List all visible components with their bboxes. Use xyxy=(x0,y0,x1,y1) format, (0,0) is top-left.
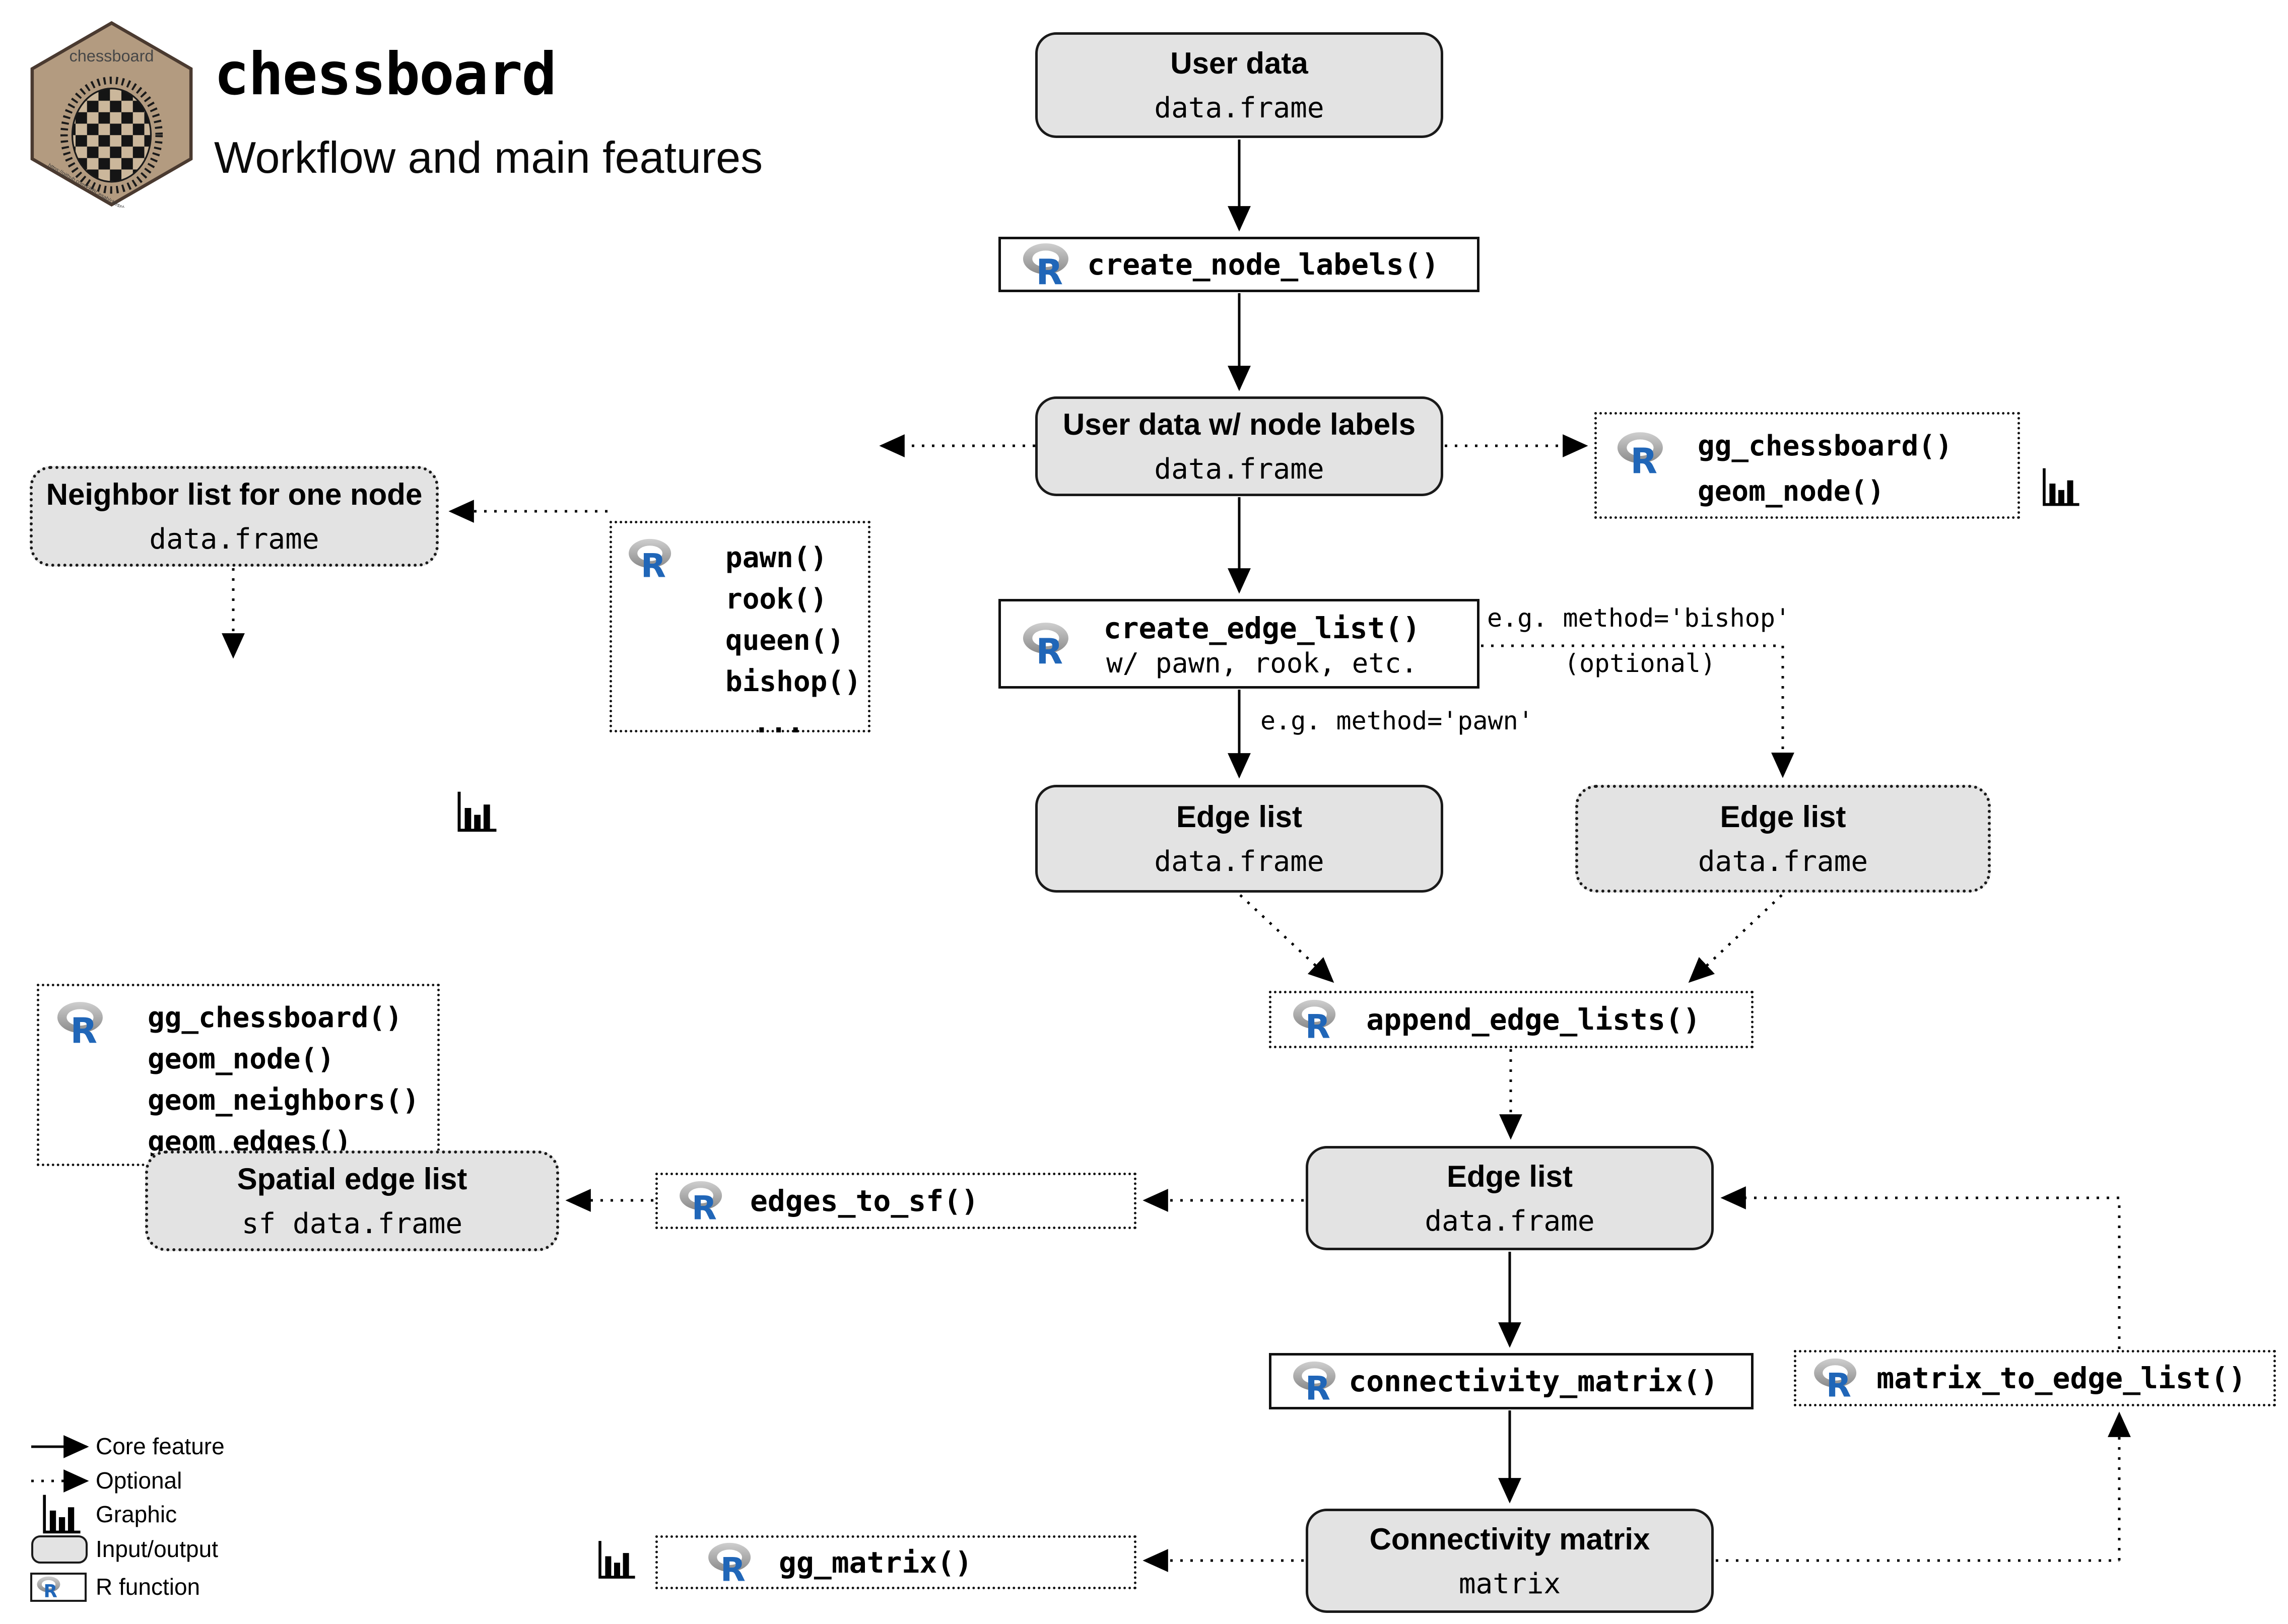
node-type: data.frame xyxy=(1154,92,1324,124)
node-edge-list-left: Edge list data.frame xyxy=(1035,785,1443,893)
fn-append-edge-lists: append_edge_lists() xyxy=(1269,991,1754,1048)
fn-line: geom_neighbors() xyxy=(148,1084,420,1117)
r-logo-icon xyxy=(626,537,677,580)
node-title: Edge list xyxy=(1176,800,1303,834)
node-user-data: User data data.frame xyxy=(1035,32,1443,138)
fn-line: geom_node() xyxy=(1698,475,1885,508)
node-type: matrix xyxy=(1458,1567,1561,1600)
r-logo-icon xyxy=(1291,1360,1341,1402)
node-edge-list-right: Edge list data.frame xyxy=(1575,785,1991,893)
graphic-icon xyxy=(2040,467,2080,508)
node-type: sf data.frame xyxy=(241,1207,463,1240)
fn-line: queen() xyxy=(725,624,845,657)
graphic-icon xyxy=(455,791,498,834)
fn-line: rook() xyxy=(725,583,828,616)
fn-label: create_edge_list() xyxy=(1103,611,1421,645)
legend-optional: Optional xyxy=(96,1467,182,1494)
fn-label: create_node_labels() xyxy=(1087,247,1439,282)
legend-graphic-icon xyxy=(40,1494,82,1535)
node-type: data.frame xyxy=(1154,453,1324,486)
node-title: Spatial edge list xyxy=(237,1162,467,1196)
fn-label: gg_matrix() xyxy=(779,1545,973,1580)
r-logo-icon xyxy=(54,1000,109,1046)
node-title: Edge list xyxy=(1446,1159,1573,1193)
fn-connectivity-matrix: connectivity_matrix() xyxy=(1269,1353,1754,1409)
node-title: Neighbor list for one node xyxy=(46,478,423,511)
arrow-edgelistright-to-append xyxy=(1688,894,1783,983)
r-logo-icon xyxy=(706,1541,756,1584)
legend-graphic: Graphic xyxy=(96,1501,177,1527)
fn-create-node-labels: create_node_labels() xyxy=(998,237,1479,292)
node-title: User data w/ node labels xyxy=(1062,408,1416,441)
fn-sublabel: w/ pawn, rook, etc. xyxy=(1106,647,1418,679)
fn-line: ... xyxy=(753,707,804,739)
legend-io-swatch xyxy=(31,1535,88,1564)
legend-input-output: Input/output xyxy=(96,1536,218,1562)
page-title: chessboard xyxy=(214,40,557,108)
edge-label-pawn: e.g. method='pawn' xyxy=(1260,706,1533,735)
r-logo-icon xyxy=(1020,242,1074,287)
node-type: data.frame xyxy=(1154,845,1324,878)
page-subtitle: Workflow and main features xyxy=(214,132,763,182)
fn-gg-matrix: gg_matrix() xyxy=(655,1535,1136,1589)
fn-gg-chessboard-left: gg_chessboard() geom_node() geom_neighbo… xyxy=(37,984,440,1166)
node-neighbor-list: Neighbor list for one node data.frame xyxy=(30,466,439,567)
fn-label: matrix_to_edge_list() xyxy=(1876,1361,2246,1395)
node-title: User data xyxy=(1170,46,1308,80)
chessboard-hex-logo xyxy=(30,20,193,208)
node-spatial-edge-list: Spatial edge list sf data.frame xyxy=(145,1151,559,1251)
fn-label: edges_to_sf() xyxy=(750,1184,979,1218)
fn-line: gg_chessboard() xyxy=(1698,430,1953,462)
fn-label: append_edge_lists() xyxy=(1366,1002,1701,1037)
node-edge-list-main: Edge list data.frame xyxy=(1306,1146,1714,1250)
node-title: Edge list xyxy=(1720,800,1846,834)
edge-label-bishop: e.g. method='bishop' xyxy=(1487,603,1791,633)
node-user-data-node-labels: User data w/ node labels data.frame xyxy=(1035,396,1443,496)
node-type: data.frame xyxy=(1425,1204,1595,1238)
node-type: data.frame xyxy=(1698,845,1868,878)
fn-moves: pawn() rook() queen() bishop() ... xyxy=(610,521,870,739)
graphic-icon xyxy=(596,1539,636,1582)
legend-core-feature: Core feature xyxy=(96,1433,225,1459)
r-logo-icon xyxy=(677,1180,727,1222)
node-connectivity-matrix: Connectivity matrix matrix xyxy=(1306,1509,1714,1613)
r-logo-icon xyxy=(1811,1357,1862,1399)
node-type: data.frame xyxy=(149,523,319,556)
node-title: Connectivity matrix xyxy=(1369,1522,1650,1556)
legend-r-function: R function xyxy=(96,1574,200,1600)
fn-line: pawn() xyxy=(725,542,828,574)
edge-label-optional: (optional) xyxy=(1564,649,1716,678)
r-logo-icon xyxy=(35,1576,63,1599)
fn-label: connectivity_matrix() xyxy=(1349,1364,1718,1398)
fn-line: geom_node() xyxy=(148,1043,334,1075)
fn-edges-to-sf: edges_to_sf() xyxy=(655,1173,1136,1229)
fn-line: gg_chessboard() xyxy=(148,1001,402,1034)
fn-gg-chessboard-right: gg_chessboard() geom_node() xyxy=(1594,412,2020,519)
r-logo-icon xyxy=(1614,431,1669,476)
fn-line: bishop() xyxy=(725,665,861,698)
fn-create-edge-list: create_edge_list() w/ pawn, rook, etc. xyxy=(998,599,1479,689)
arrow-edgelistleft-to-append xyxy=(1239,894,1334,983)
r-logo-icon xyxy=(1020,621,1074,666)
fn-matrix-to-edge-list: matrix_to_edge_list() xyxy=(1794,1350,2276,1406)
legend-rfunction-swatch xyxy=(30,1573,87,1602)
r-logo-icon xyxy=(1291,998,1341,1041)
